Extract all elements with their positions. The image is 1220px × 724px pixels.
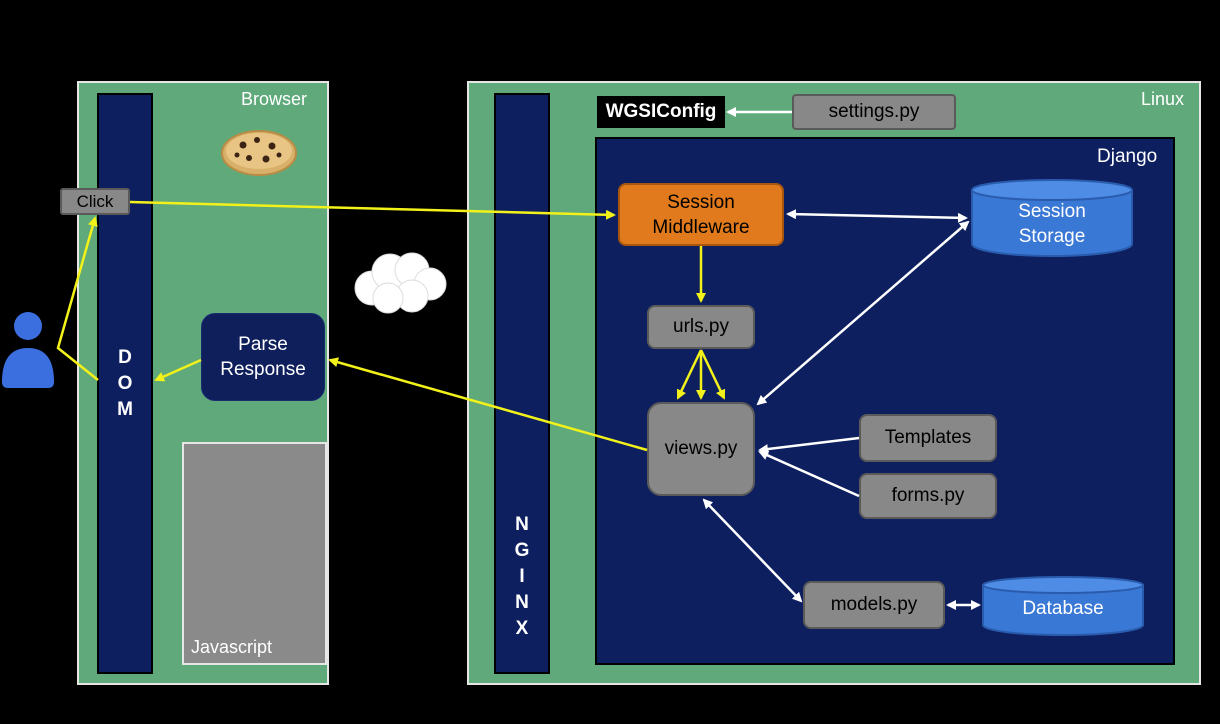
database-label: Database bbox=[1022, 598, 1104, 619]
javascript-box bbox=[182, 442, 327, 665]
arrow-views-to-parse bbox=[328, 357, 648, 452]
views-box: views.py bbox=[647, 402, 755, 496]
nginx-letter: N bbox=[515, 592, 529, 613]
session-storage-line2: Storage bbox=[1018, 226, 1086, 247]
click-button[interactable]: Click bbox=[60, 188, 130, 215]
parse-response-line2: Response bbox=[220, 359, 306, 380]
arrow-parse-to-dom bbox=[154, 358, 202, 382]
session-storage-label: Session Storage bbox=[970, 199, 1134, 249]
nginx-label: N G I N X bbox=[494, 512, 550, 642]
cloud-icon bbox=[354, 252, 447, 314]
arrow-views-storage bbox=[756, 220, 970, 406]
parse-response-box: Parse Response bbox=[201, 313, 325, 401]
linux-title: Linux bbox=[1141, 89, 1185, 109]
session-middleware-line1: Session bbox=[667, 191, 735, 213]
templates-box: Templates bbox=[859, 414, 997, 462]
nginx-column bbox=[494, 93, 550, 674]
arrow-templates-to-views bbox=[758, 436, 860, 455]
session-storage-cylinder bbox=[971, 179, 1133, 257]
nginx-letter: X bbox=[515, 618, 529, 639]
database-cylinder bbox=[982, 576, 1144, 636]
models-box: models.py bbox=[803, 581, 945, 629]
settings-box: settings.py bbox=[792, 94, 956, 130]
parse-response-line1: Parse bbox=[238, 334, 288, 355]
dom-label: D O M bbox=[97, 345, 153, 423]
nginx-letter: G bbox=[514, 540, 530, 561]
session-middleware-box: Session Middleware bbox=[618, 183, 784, 246]
arrow-forms-to-views bbox=[758, 450, 860, 498]
arrow-user-to-click bbox=[56, 216, 99, 381]
nginx-letter: I bbox=[519, 566, 525, 587]
session-middleware-line2: Middleware bbox=[652, 216, 750, 238]
arrow-views-models bbox=[702, 498, 803, 603]
dom-letter: D bbox=[118, 347, 132, 368]
arrow-urls-to-views-left bbox=[676, 349, 703, 400]
user-icon bbox=[2, 312, 54, 388]
wsgi-config-box: WGSIConfig bbox=[597, 96, 725, 128]
nginx-letter: N bbox=[515, 514, 529, 535]
browser-title: Browser bbox=[241, 89, 308, 109]
cookie-icon bbox=[221, 130, 297, 176]
arrow-click-to-middleware bbox=[129, 200, 616, 220]
arrow-middleware-storage bbox=[786, 209, 968, 223]
session-storage-line1: Session bbox=[1018, 201, 1086, 222]
forms-box: forms.py bbox=[859, 473, 997, 519]
javascript-label: Javascript bbox=[191, 637, 273, 657]
dom-letter: O bbox=[117, 373, 133, 394]
arrow-urls-to-views-right bbox=[699, 349, 726, 400]
dom-letter: M bbox=[117, 399, 133, 420]
django-title: Django bbox=[1097, 146, 1158, 167]
urls-box: urls.py bbox=[647, 305, 755, 349]
